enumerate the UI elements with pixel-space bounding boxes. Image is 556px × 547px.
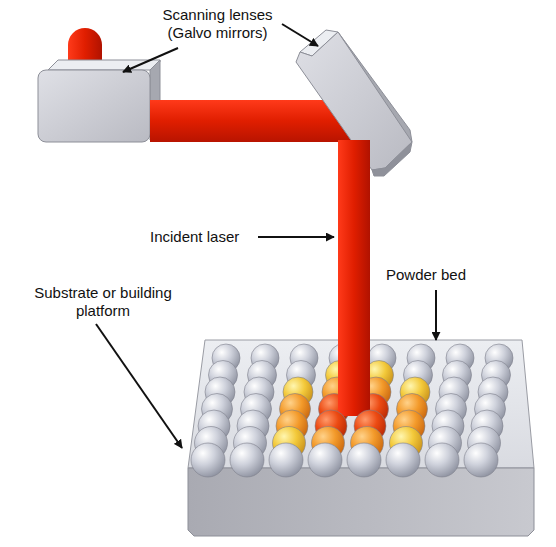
powder-particle	[464, 443, 498, 477]
powder-particle	[347, 443, 381, 477]
powder-particle	[191, 443, 225, 477]
part-label: Powder bed	[386, 266, 466, 284]
powder-particle	[425, 443, 459, 477]
part-label: Incident laser	[150, 228, 239, 246]
part-label: Substrate or building platform	[28, 284, 178, 320]
galvo-mirror	[38, 60, 160, 142]
powder-particle	[386, 443, 420, 477]
leader-arrow	[435, 290, 437, 340]
powder-particle	[230, 443, 264, 477]
powder-particle	[269, 443, 303, 477]
leader-arrow	[96, 324, 182, 448]
leader-arrow	[282, 24, 318, 46]
leader-arrows	[96, 24, 436, 448]
powder-particle	[308, 443, 342, 477]
part-label: Scanning lenses (Galvo mirrors)	[150, 6, 285, 42]
leader-arrow	[258, 236, 334, 238]
laser-beam	[338, 140, 370, 416]
leader-arrow	[123, 48, 178, 72]
